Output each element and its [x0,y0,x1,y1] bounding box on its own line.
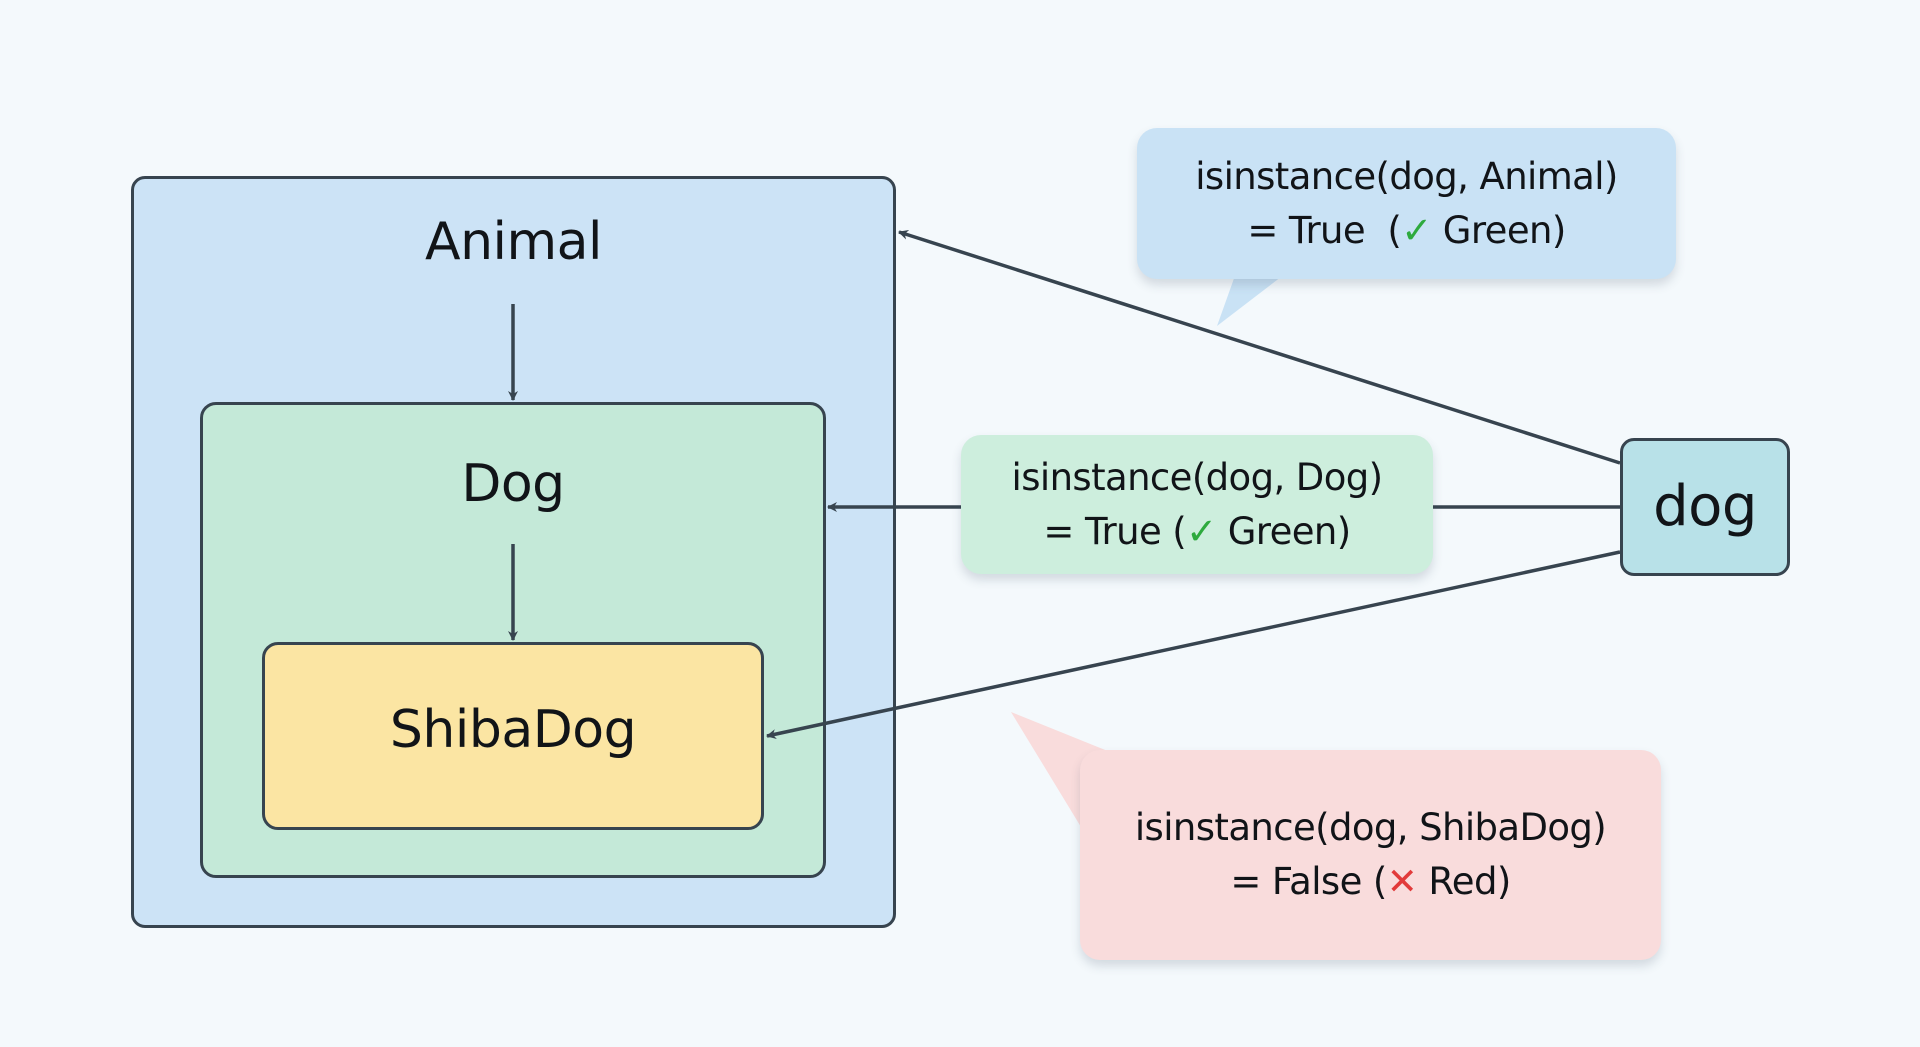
result-text: = False ( [1230,860,1387,903]
shibadog-class-box [262,642,764,830]
animal-class-label: Animal [425,212,602,272]
result-text: = True ( [1043,509,1187,553]
result-color-text: Green) [1431,208,1566,252]
check-icon: ✓ [1186,509,1217,553]
isinstance-call: isinstance(dog, ShibaDog) [1134,806,1607,849]
isinstance-animal-bubble: isinstance(dog, Animal) = True (✓ Green) [1137,128,1676,279]
check-icon: ✓ [1401,208,1432,252]
isinstance-result: = True (✓ Green) [1137,204,1676,258]
result-text: = True ( [1247,208,1402,252]
dog-instance-label: dog [1653,474,1757,539]
isinstance-shibadog-bubble: isinstance(dog, ShibaDog) = False (✕ Red… [1080,750,1661,960]
isinstance-call: isinstance(dog, Dog) [1011,455,1384,499]
isinstance-result: = True (✓ Green) [961,505,1433,559]
result-color-text: Green) [1216,509,1351,553]
shibadog-class-label: ShibaDog [389,700,637,760]
dog-instance-box [1620,438,1790,576]
dog-class-label: Dog [461,454,565,514]
isinstance-result: = False (✕ Red) [1080,855,1661,909]
isinstance-call: isinstance(dog, Animal) [1195,154,1618,198]
result-color-text: Red) [1417,860,1511,903]
cross-icon: ✕ [1386,860,1418,903]
isinstance-dog-bubble: isinstance(dog, Dog) = True (✓ Green) [961,435,1433,574]
